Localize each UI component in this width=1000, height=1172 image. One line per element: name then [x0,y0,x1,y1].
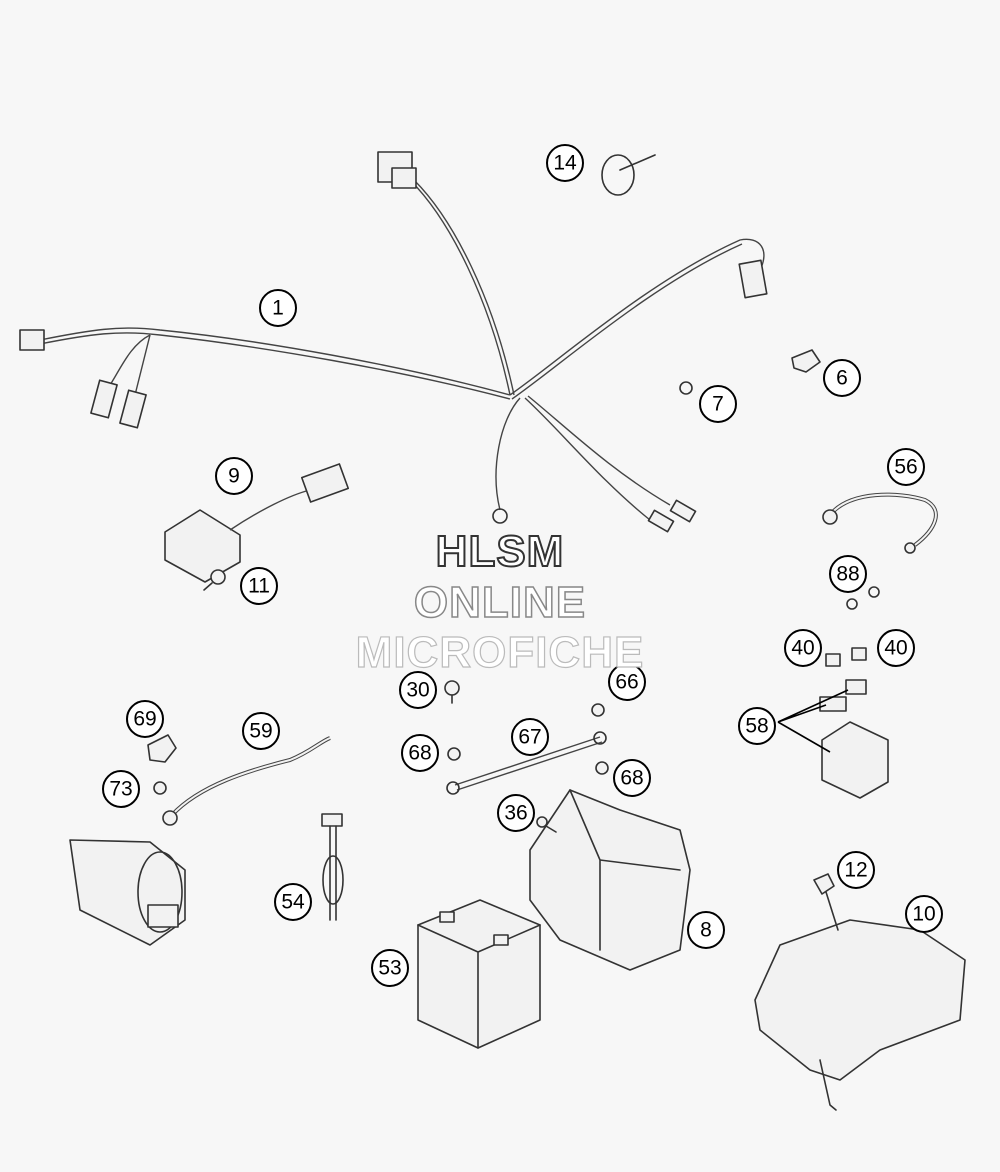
svg-text:40: 40 [791,637,814,660]
svg-text:9: 9 [228,465,240,488]
svg-text:7: 7 [712,393,724,416]
svg-text:59: 59 [249,720,272,743]
callout-40-right[interactable]: 40 [877,629,915,667]
svg-text:12: 12 [844,859,867,882]
battery-holder[interactable] [529,789,691,971]
bolt-30[interactable] [444,680,460,704]
bolt-66[interactable] [591,703,605,717]
callout-73[interactable]: 73 [102,770,140,808]
svg-text:8: 8 [700,919,712,942]
fuse-jumper[interactable] [321,813,344,921]
callout-6[interactable]: 6 [823,359,861,397]
screw-36[interactable] [536,816,557,833]
svg-text:6: 6 [836,367,848,390]
svg-text:73: 73 [109,778,132,801]
starter-motor[interactable] [69,839,186,946]
callout-67[interactable]: 67 [511,718,549,756]
callout-88[interactable]: 88 [829,555,867,593]
callout-30[interactable]: 30 [399,671,437,709]
callout-12[interactable]: 12 [837,851,875,889]
callout-68-right[interactable]: 68 [613,759,651,797]
svg-text:53: 53 [378,957,401,980]
svg-text:68: 68 [408,742,431,765]
fuses[interactable] [825,647,867,667]
bracket[interactable] [754,919,966,1111]
callout-8[interactable]: 8 [687,911,725,949]
callout-54[interactable]: 54 [274,883,312,921]
watermark-line-3: MICROFICHE [355,627,645,677]
bolt-12[interactable] [813,873,839,931]
bolt-11[interactable] [203,569,226,591]
svg-text:40: 40 [884,637,907,660]
svg-text:56: 56 [894,456,917,479]
ground-cable[interactable] [822,492,938,554]
wiring-harness[interactable] [19,151,768,533]
screw-7[interactable] [679,381,693,395]
svg-text:67: 67 [518,726,541,749]
callout-66[interactable]: 66 [608,663,646,701]
callout-9[interactable]: 9 [215,457,253,495]
leader-58 [777,689,849,753]
callout-10[interactable]: 10 [905,895,943,933]
callout-14[interactable]: 14 [546,144,584,182]
watermark-line-1: HLSM [435,526,565,577]
callout-1[interactable]: 1 [259,289,297,327]
callout-11[interactable]: 11 [240,567,278,605]
callout-56[interactable]: 56 [887,448,925,486]
battery[interactable] [417,899,541,1049]
svg-text:36: 36 [504,802,527,825]
callout-53[interactable]: 53 [371,949,409,987]
terminal-cap[interactable] [147,734,177,763]
nut-73[interactable] [153,781,167,795]
svg-text:66: 66 [615,671,638,694]
svg-text:68: 68 [620,767,643,790]
svg-text:30: 30 [406,679,429,702]
callout-68-left[interactable]: 68 [401,734,439,772]
callout-59[interactable]: 59 [242,712,280,750]
svg-text:14: 14 [553,152,577,175]
nut-68-right[interactable] [595,761,609,775]
svg-text:69: 69 [133,708,156,731]
callout-69[interactable]: 69 [126,700,164,738]
svg-text:58: 58 [745,715,768,738]
callout-40-left[interactable]: 40 [784,629,822,667]
callout-36[interactable]: 36 [497,794,535,832]
nuts-88[interactable] [846,586,880,610]
nut-68-left[interactable] [447,747,461,761]
svg-text:11: 11 [248,575,270,598]
starter-cable[interactable] [162,736,331,826]
cable-tie[interactable] [601,154,656,196]
svg-text:88: 88 [836,563,859,586]
svg-text:1: 1 [272,297,284,320]
callout-7[interactable]: 7 [699,385,737,423]
callout-58[interactable]: 58 [738,707,776,745]
grommet[interactable] [791,349,821,373]
fuse-box[interactable] [819,679,889,799]
voltage-regulator[interactable] [164,463,350,583]
svg-text:54: 54 [281,891,305,914]
battery-cable[interactable] [446,731,607,795]
watermark-line-2: ONLINE [413,577,587,628]
svg-text:10: 10 [912,903,935,926]
